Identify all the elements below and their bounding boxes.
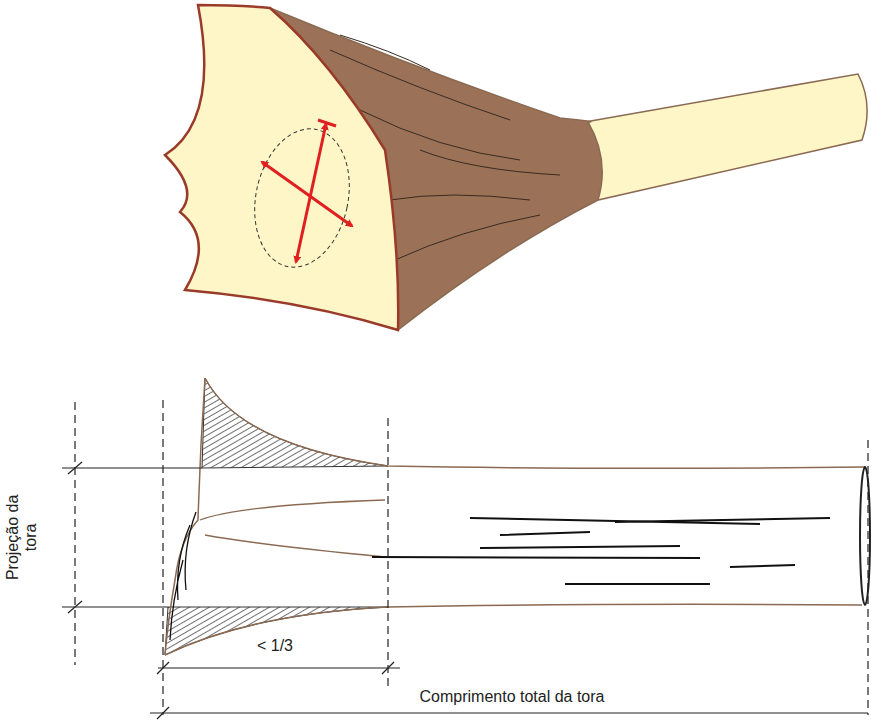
dimension-label: Projeção da tora (4, 492, 41, 582)
log-side-view (165, 378, 870, 655)
buttress-log-3d (165, 5, 867, 330)
dimension-label: < 1/3 (257, 637, 293, 655)
dimension-label: Comprimento total da tora (417, 688, 608, 706)
dimension-lines (62, 400, 868, 719)
